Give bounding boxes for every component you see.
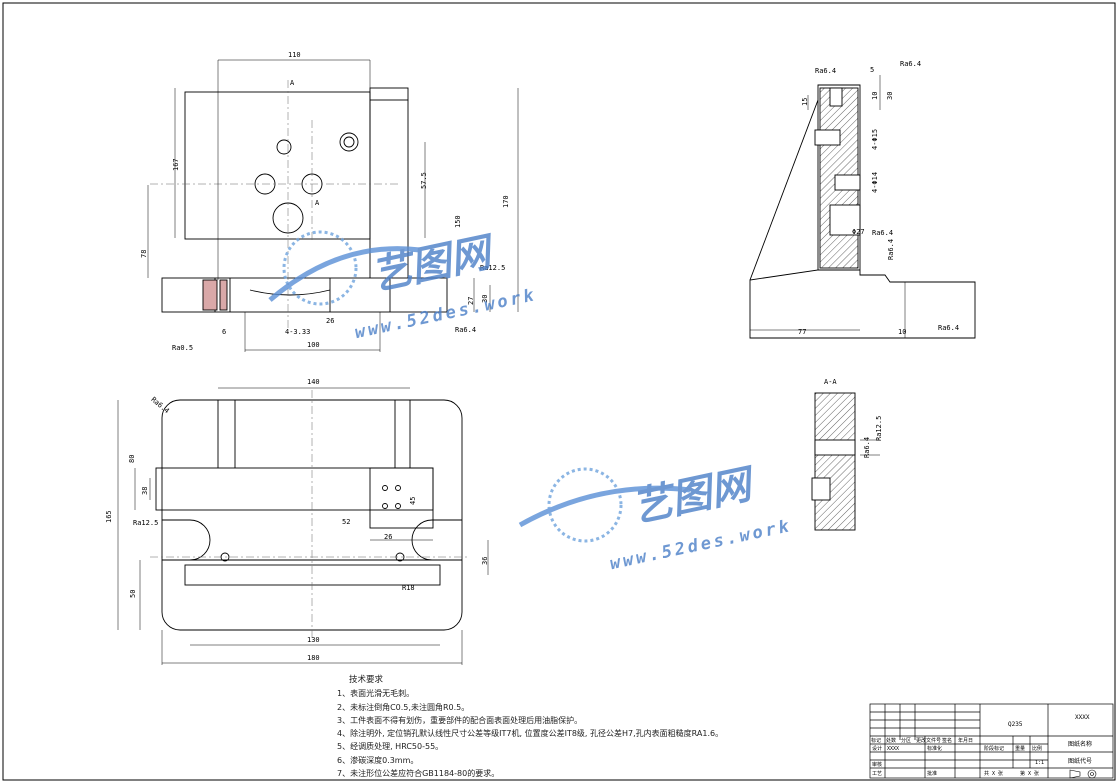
tb-row-2: 分区 bbox=[901, 737, 911, 744]
dim-front-11: A bbox=[290, 79, 295, 87]
requirements-title: 技术要求 bbox=[349, 675, 384, 685]
front-view-labels: 110 167 57.5 170 78 27 30 26 4-3.33 100 … bbox=[140, 51, 510, 352]
dim-side-6: Ra6.4 bbox=[887, 239, 895, 260]
dim-top-3: 38 bbox=[141, 487, 149, 495]
tb-drawing-name: XXXX bbox=[1075, 714, 1090, 721]
dim-top-0: 140 bbox=[307, 378, 320, 386]
dim-side-11: 4-Φ14 bbox=[871, 172, 879, 193]
requirement-item: 6、渗碳深度0.3mm。 bbox=[337, 755, 419, 765]
tb-row-4: 签名 bbox=[942, 737, 952, 744]
dim-top-4: 52 bbox=[342, 518, 350, 526]
tb-code-label: 图纸代号 bbox=[1068, 757, 1092, 765]
dim-front-8: 4-3.33 bbox=[285, 328, 310, 336]
tb-scale-value: 1:1 bbox=[1035, 760, 1044, 766]
dim-top-5: 45 bbox=[409, 497, 417, 505]
tb-row-3: 更改文件号 bbox=[916, 737, 941, 744]
watermark-logo-icon bbox=[547, 467, 623, 543]
dim-top-8: 50 bbox=[129, 590, 137, 598]
dim-side-13: Ra6.4 bbox=[872, 229, 893, 237]
tb-design-value: XXXX bbox=[887, 746, 899, 752]
tb-row-0: 标记 bbox=[871, 737, 881, 744]
dim-section-0: Ra12.5 bbox=[875, 416, 883, 441]
dim-top-2: 80 bbox=[128, 455, 136, 463]
section-labels: A-A Ra12.5 Ra6.4 bbox=[824, 378, 883, 458]
technical-requirements: 技术要求 1、表面光滑无毛刺。 2、未标注倒角C0.5,未注圆角R0.5。 3、… bbox=[337, 674, 723, 780]
dim-front-13: Ra12.5 bbox=[480, 264, 505, 272]
tb-row-5: 年月日 bbox=[958, 737, 973, 744]
watermark-brand: 艺图网 bbox=[367, 228, 500, 299]
requirement-item: 4、除注明外, 定位销孔默认线性尺寸公差等级IT7机, 位置度公差IT8级, 孔… bbox=[337, 729, 724, 739]
requirement-item: 2、未标注倒角C0.5,未注圆角R0.5。 bbox=[337, 702, 470, 712]
tb-sheet-total: 共 X 张 bbox=[984, 770, 1003, 777]
tb-approve-label: 批准 bbox=[927, 770, 937, 777]
title-block-labels: Q235 XXXX 图纸名称 图纸代号 标记 处数 分区 更改文件号 签名 年月… bbox=[871, 714, 1092, 777]
dim-front-0: 110 bbox=[288, 51, 301, 59]
section-title: A-A bbox=[824, 378, 837, 386]
dim-front-10: 6 bbox=[222, 328, 226, 336]
tb-weight-label: 重量 bbox=[1015, 745, 1025, 752]
tb-name-label: 图纸名称 bbox=[1068, 740, 1092, 748]
requirement-item: 1、表面光滑无毛刺。 bbox=[337, 689, 415, 699]
title-block bbox=[869, 703, 1114, 779]
dim-front-16: 150 bbox=[454, 215, 462, 228]
dim-front-3: 170 bbox=[502, 195, 510, 208]
dim-side-1: 10 bbox=[871, 92, 879, 100]
projection-symbol-icon bbox=[1069, 769, 1097, 779]
dim-front-7: 26 bbox=[326, 317, 334, 325]
top-view bbox=[117, 387, 489, 665]
dim-side-3: 15 bbox=[801, 98, 809, 106]
dim-front-1: 167 bbox=[172, 158, 180, 171]
requirement-item: 7、未注形位公差应符合GB1184-80的要求。 bbox=[337, 769, 500, 779]
dim-front-15: Ra0.5 bbox=[172, 344, 193, 352]
dim-side-2: 30 bbox=[886, 92, 894, 100]
watermark-1: 艺图网 www.52des.work bbox=[268, 228, 538, 343]
tb-review-label: 审核 bbox=[872, 761, 882, 768]
dim-top-11: 180 bbox=[307, 654, 320, 662]
dim-side-12: Φ27 bbox=[852, 228, 865, 236]
dim-front-12: A bbox=[315, 199, 320, 207]
dim-top-10: 130 bbox=[307, 636, 320, 644]
section-view bbox=[811, 392, 880, 531]
tb-process-label: 工艺 bbox=[872, 771, 882, 777]
dim-side-7: Ra6.4 bbox=[938, 324, 959, 332]
dim-top-1: 165 bbox=[105, 510, 113, 523]
side-view-labels: 5 10 30 15 Ra6.4 Ra6.4 Ra6.4 Ra6.4 77 10… bbox=[798, 60, 959, 336]
watermark-brand: 艺图网 bbox=[628, 460, 761, 531]
side-view bbox=[749, 75, 976, 339]
tb-standard-label: 标准化 bbox=[927, 745, 942, 752]
dim-side-9: 10 bbox=[898, 328, 906, 336]
tb-stage-label: 阶段标记 bbox=[984, 745, 1004, 752]
dim-front-2: 57.5 bbox=[420, 172, 428, 189]
tb-scale-label: 比例 bbox=[1032, 745, 1042, 752]
dim-top-12: Ra12.5 bbox=[133, 519, 158, 527]
dim-front-14: Ra6.4 bbox=[455, 326, 476, 334]
dim-side-4: Ra6.4 bbox=[815, 67, 836, 75]
dim-top-13: Ra6.4 bbox=[149, 395, 170, 415]
tb-row-1: 处数 bbox=[886, 737, 896, 744]
watermark-2: 艺图网 www.52des.work bbox=[518, 460, 794, 574]
dim-top-9: R18 bbox=[402, 584, 415, 592]
requirement-item: 5、经调质处理, HRC50-55。 bbox=[337, 742, 444, 752]
dim-section-1: Ra6.4 bbox=[863, 437, 871, 458]
tb-material: Q235 bbox=[1008, 721, 1023, 728]
dim-side-8: 77 bbox=[798, 328, 806, 336]
watermark-logo-icon bbox=[282, 230, 358, 306]
dim-top-6: 26 bbox=[384, 533, 392, 541]
dim-front-6: 30 bbox=[481, 295, 489, 303]
dim-side-10: 4-Φ15 bbox=[871, 129, 879, 150]
dim-front-9: 100 bbox=[307, 341, 320, 349]
dim-top-7: 36 bbox=[481, 557, 489, 565]
dim-front-5: 27 bbox=[467, 297, 475, 305]
dim-side-0: 5 bbox=[870, 66, 874, 74]
dim-front-4: 78 bbox=[140, 250, 148, 258]
tb-design-label: 设计 bbox=[872, 745, 882, 752]
dim-side-5: Ra6.4 bbox=[900, 60, 921, 68]
tb-sheet-no: 第 X 张 bbox=[1020, 770, 1039, 777]
requirement-item: 3、工件表面不得有划伤，重要部件的配合面表面处理后用油脂保护。 bbox=[337, 715, 583, 725]
